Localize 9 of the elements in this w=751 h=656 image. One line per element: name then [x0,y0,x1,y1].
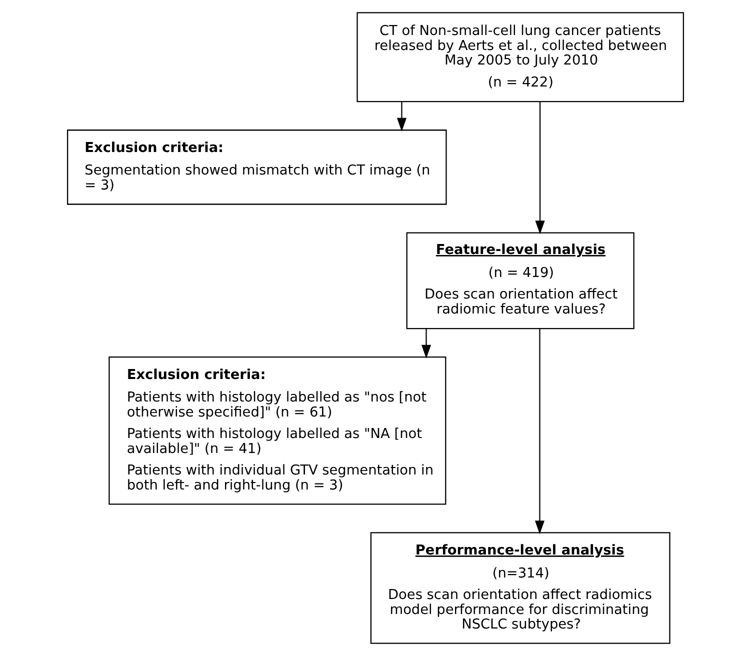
node-box: CT of Non-small-cell lung cancer patients released by Aerts et al., collected between May 2005 to July 2010 (n = 422) [356,12,684,102]
arrow [534,328,545,534]
arrow [396,102,407,132]
arrow [535,102,545,234]
node-box: Performance-level analysis (n=314) Does scan orientation affect radiomics model performance for discriminating NSCLC subtypes? [370,532,670,644]
arrow [421,328,432,359]
node-box: Exclusion criteria: Segmentation showed mismatch with CT image (n = 3) [67,130,447,205]
node-box: Feature-level analysis (n = 419) Does scan orientation affect radiomic feature values? [406,232,634,330]
node-box: Exclusion criteria: Patients with histology labelled as "nos [not otherwise specified]" (n = 61) Patients with histology labelled as "NA [not available]" (n = 41) Patients with individual GTV segmentation in both left- and right-lung (n = 3) [108,356,446,505]
